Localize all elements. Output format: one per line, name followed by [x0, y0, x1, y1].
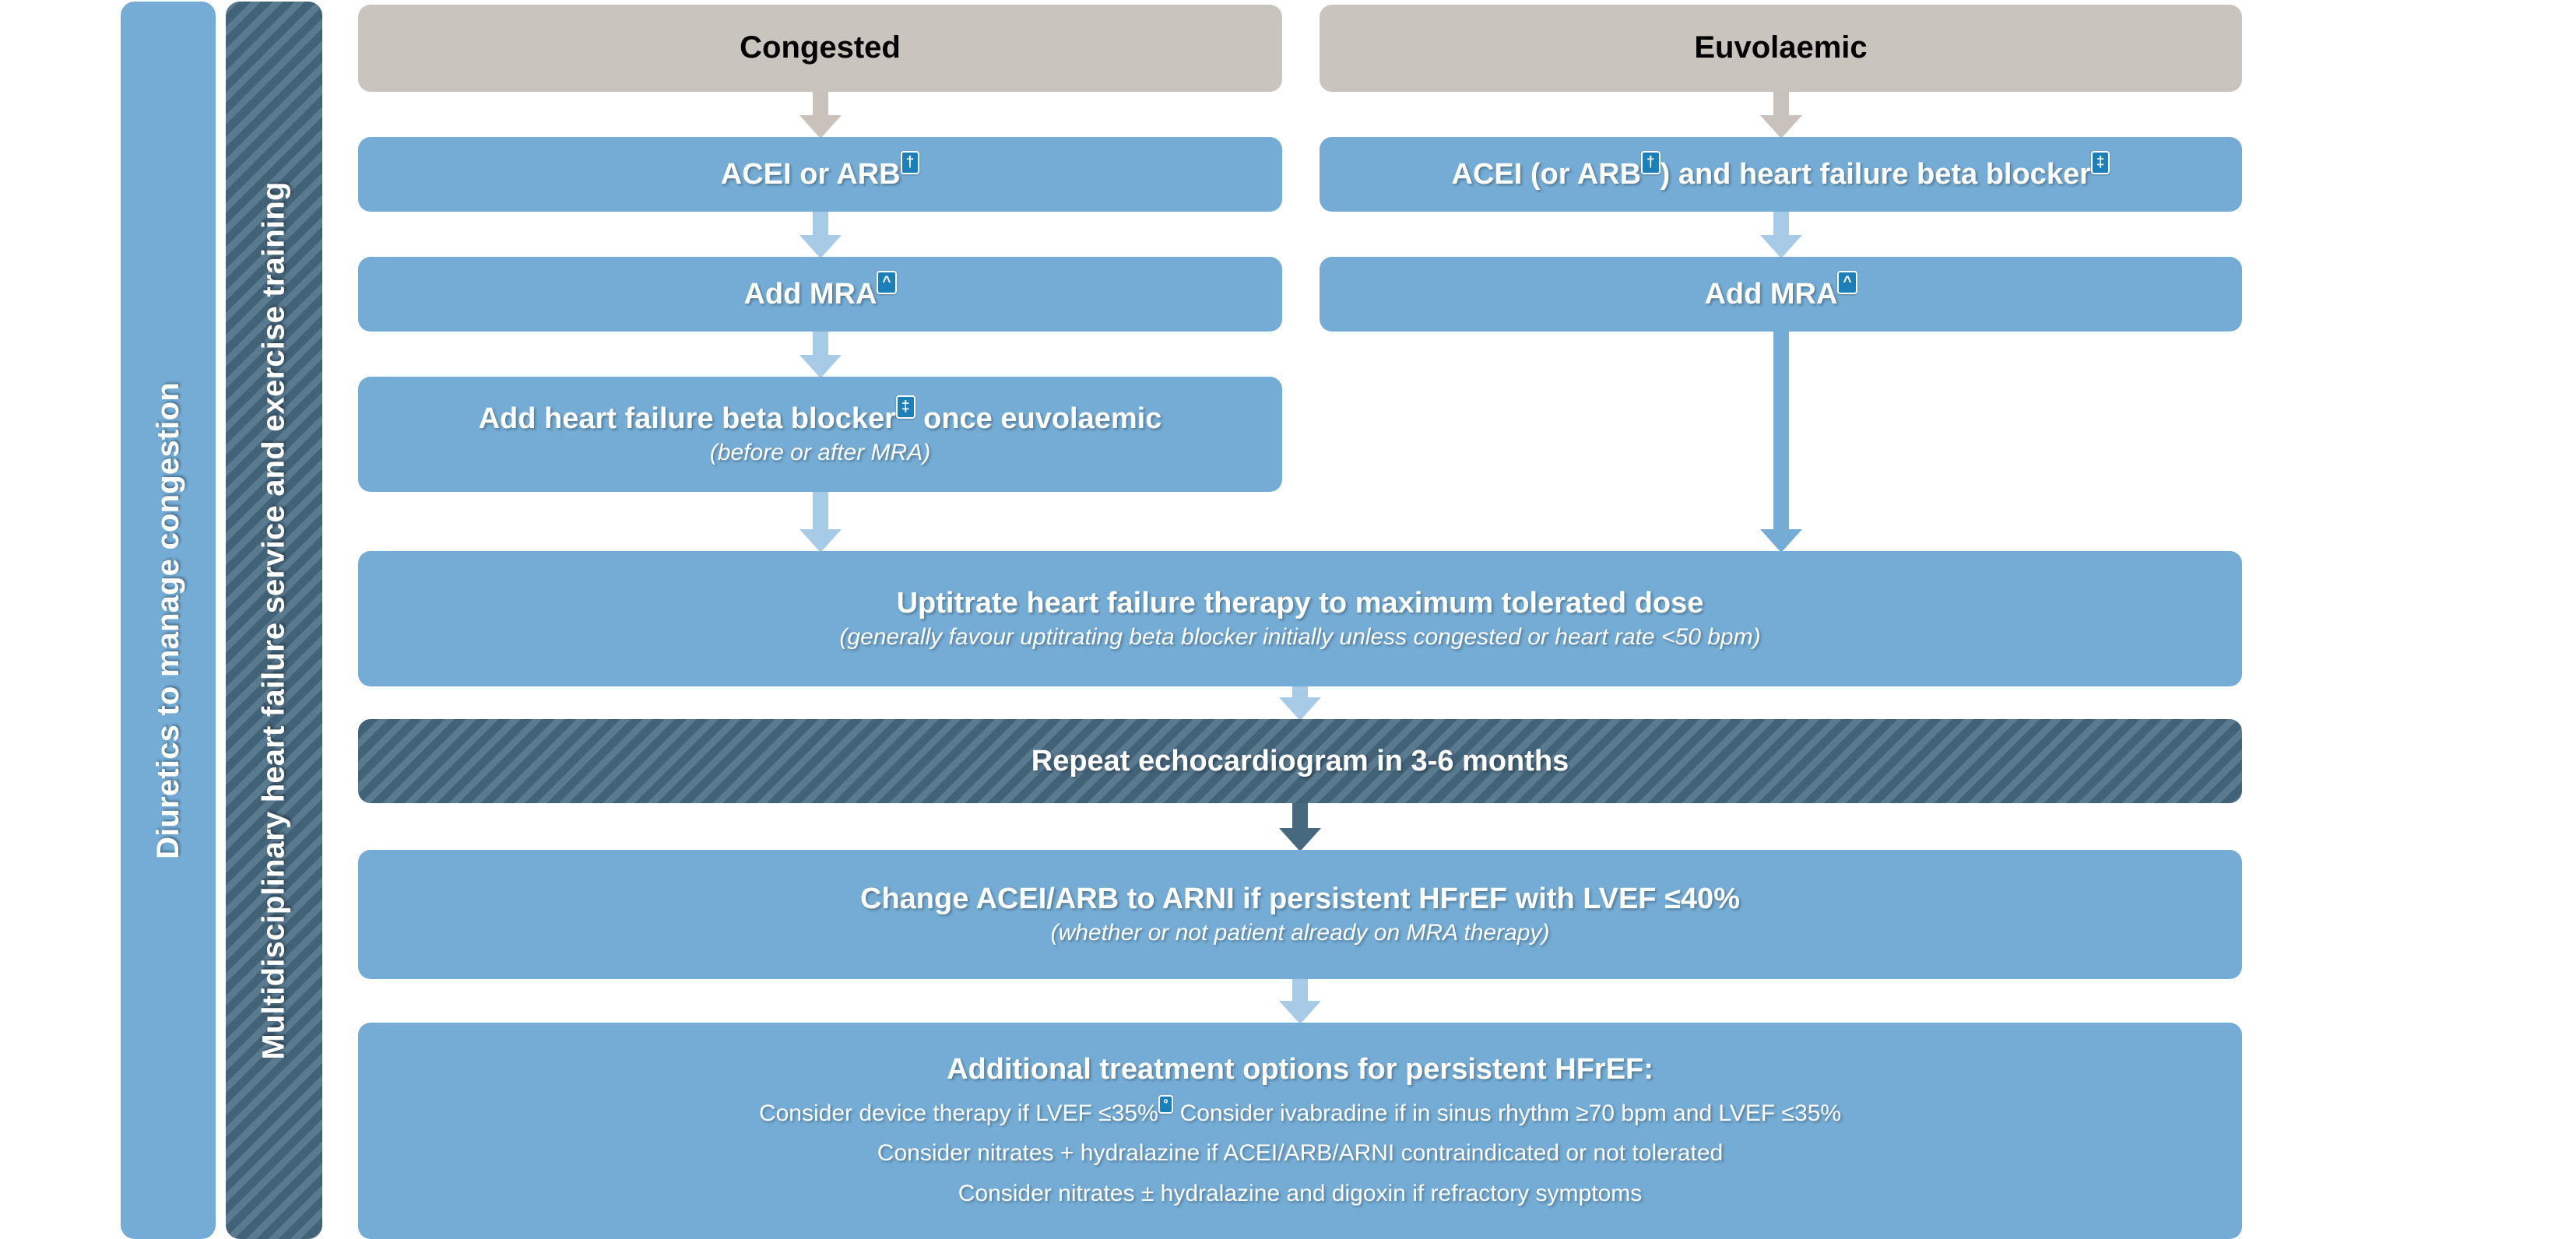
arrow-betablocker-to-uptitrate	[799, 492, 842, 553]
node-acei-and-bb-text-mid: ) and heart failure beta blocker	[1660, 157, 2091, 191]
arrow-arni-to-additional-options	[1278, 979, 1322, 1024]
node-euvolaemic-header: Euvolaemic	[1320, 5, 2242, 92]
node-add-mra-right: Add MRA^	[1320, 257, 2242, 332]
node-change-to-arni-subtitle: (whether or not patient already on MRA t…	[1050, 920, 1550, 946]
arrow-euvolaemic-to-acei-bb	[1759, 92, 1803, 139]
node-acei-or-arb-text: ACEI or ARB	[720, 157, 901, 191]
node-euvolaemic-header-title: Euvolaemic	[1694, 30, 1868, 65]
node-acei-and-beta-blocker: ACEI (or ARB†) and heart failure beta bl…	[1320, 137, 2242, 212]
node-additional-options-line-1a: Consider device therapy if LVEF ≤35%	[758, 1100, 1158, 1126]
arrow-uptitrate-to-echo	[1278, 686, 1322, 721]
node-additional-options-title: Additional treatment options for persist…	[947, 1053, 1653, 1086]
node-repeat-echo-title: Repeat echocardiogram in 3-6 months	[1031, 744, 1569, 777]
node-add-mra-right-text: Add MRA	[1704, 277, 1838, 311]
node-additional-treatment-options: Additional treatment options for persist…	[358, 1023, 2242, 1239]
node-add-beta-blocker-subtitle: (before or after MRA)	[709, 440, 931, 466]
arrow-echo-to-arni	[1278, 803, 1322, 851]
node-acei-and-bb-text-pre: ACEI (or ARB	[1451, 157, 1642, 191]
arrow-mra-right-to-uptitrate	[1759, 332, 1803, 553]
node-acei-or-arb-title: ACEI or ARB†	[720, 150, 920, 192]
sidebar-bar-multidisciplinary: Multidisciplinary heart failure service …	[226, 2, 322, 1239]
arrow-acei-to-mra-left	[799, 212, 842, 258]
arrow-congested-to-acei	[799, 92, 842, 139]
arrow-mra-to-betablocker	[799, 332, 842, 378]
node-congested-header: Congested	[358, 5, 1282, 92]
node-add-mra-left: Add MRA^	[358, 257, 1282, 332]
arrow-acei-bb-to-mra-right	[1759, 212, 1803, 258]
sidebar-bar-diuretics-label: Diuretics to manage congestion	[150, 381, 185, 859]
node-add-mra-left-title: Add MRA^	[743, 270, 897, 312]
sidebar-bar-diuretics: Diuretics to manage congestion	[121, 2, 216, 1239]
node-uptitrate-subtitle: (generally favour uptitrating beta block…	[839, 624, 1761, 651]
node-add-mra-left-text: Add MRA	[743, 277, 877, 311]
node-additional-options-line-1b: Consider ivabradine if in sinus rhythm ≥…	[1173, 1100, 1842, 1126]
ref-caret-icon: ^	[877, 270, 897, 294]
sidebar-bar-multidisciplinary-label: Multidisciplinary heart failure service …	[256, 181, 291, 1060]
node-additional-options-line-1: Consider device therapy if LVEF ≤35%º Co…	[758, 1094, 1842, 1127]
node-congested-header-title: Congested	[740, 30, 901, 65]
node-add-beta-blocker-text-pre: Add heart failure beta blocker	[478, 402, 896, 435]
ref-double-dagger-icon-2: ‡	[2090, 150, 2110, 174]
node-change-to-arni-title: Change ACEI/ARB to ARNI if persistent HF…	[860, 882, 1740, 915]
node-add-mra-right-title: Add MRA^	[1704, 270, 1857, 312]
node-acei-and-beta-blocker-title: ACEI (or ARB†) and heart failure beta bl…	[1451, 150, 2110, 192]
node-uptitrate-title: Uptitrate heart failure therapy to maxim…	[896, 586, 1704, 620]
ref-dagger-icon-2: †	[1641, 150, 1661, 174]
ref-circle-icon: º	[1158, 1094, 1174, 1114]
ref-caret-icon-2: ^	[1837, 270, 1857, 294]
node-add-beta-blocker-title: Add heart failure beta blocker‡ once euv…	[478, 395, 1162, 437]
node-add-beta-blocker-once-euvolaemic: Add heart failure beta blocker‡ once euv…	[358, 377, 1282, 492]
node-add-beta-blocker-text-post: once euvolaemic	[915, 402, 1162, 435]
node-repeat-echocardiogram: Repeat echocardiogram in 3-6 months	[358, 719, 2242, 803]
node-additional-options-line-2: Consider nitrates + hydralazine if ACEI/…	[877, 1140, 1724, 1167]
node-additional-options-line-3: Consider nitrates ± hydralazine and digo…	[958, 1180, 1643, 1206]
node-change-to-arni: Change ACEI/ARB to ARNI if persistent HF…	[358, 850, 2242, 979]
node-acei-or-arb: ACEI or ARB†	[358, 137, 1282, 212]
ref-dagger-icon: †	[900, 150, 920, 174]
node-uptitrate-therapy: Uptitrate heart failure therapy to maxim…	[358, 551, 2242, 686]
ref-double-dagger-icon: ‡	[895, 395, 915, 419]
